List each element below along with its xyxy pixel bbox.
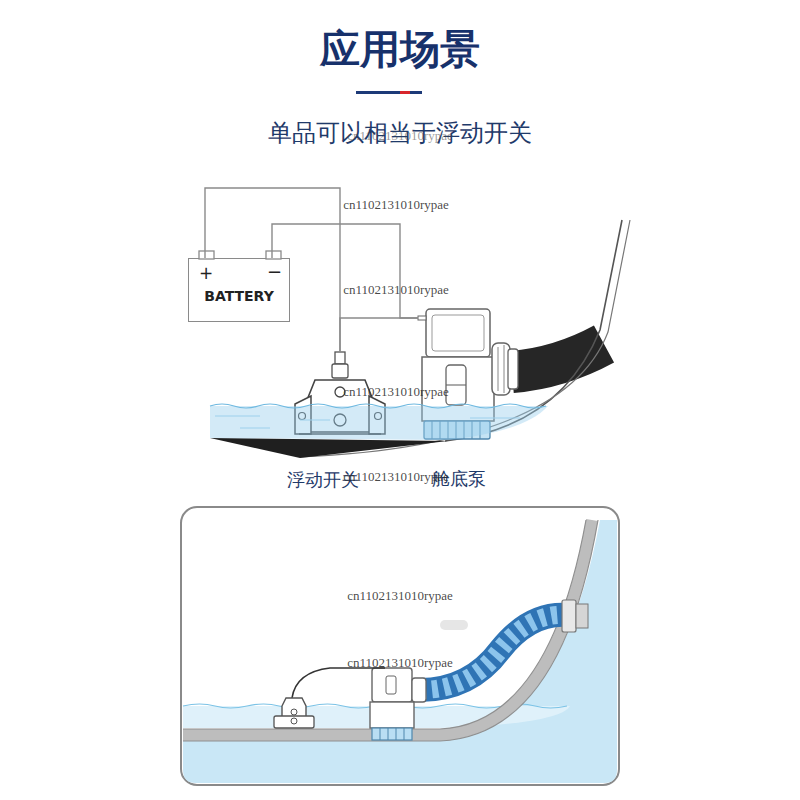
watermark: cn1102131010rypae xyxy=(347,588,453,604)
title-bar xyxy=(410,91,422,94)
discharge-hose xyxy=(512,344,604,372)
terminal-sign: + xyxy=(199,263,213,283)
hull-section xyxy=(183,520,592,735)
switch-small-flange xyxy=(274,716,314,728)
pump-small-window xyxy=(386,676,396,694)
switch-small-hole xyxy=(291,709,297,715)
title-bar-accent xyxy=(400,91,410,94)
thru-hull-fitting xyxy=(576,604,588,628)
terminal-sign: − xyxy=(267,261,282,283)
battery-box: + − BATTERY xyxy=(188,258,290,322)
watermark: cn1102131010rypae xyxy=(343,469,449,485)
watermark: cn1102131010rypae xyxy=(343,197,449,213)
highlight-mark xyxy=(440,620,468,630)
watermark: cn1102131010rypae xyxy=(343,384,449,400)
pump-small-outlet xyxy=(412,678,426,702)
keel-wedge xyxy=(210,438,448,458)
pump-small-cap xyxy=(372,668,412,702)
scene-panel xyxy=(181,507,619,785)
wire xyxy=(340,318,418,352)
hull-line xyxy=(300,220,630,457)
watermark: cn1102131010rypae xyxy=(347,655,453,671)
wire xyxy=(272,224,418,318)
blue-hose-ribs xyxy=(420,615,568,690)
sea-water xyxy=(183,520,617,783)
water-surface xyxy=(210,404,546,408)
pump-small-ridges xyxy=(380,728,404,740)
blue-hose xyxy=(420,615,568,690)
battery-label: BATTERY xyxy=(189,288,289,305)
wire xyxy=(205,188,340,352)
water-ripple xyxy=(215,416,520,428)
pump-small-base xyxy=(372,728,412,740)
watermark: cn1102131010rypae xyxy=(347,128,453,144)
water xyxy=(210,406,548,440)
thru-hull-fitting xyxy=(562,600,576,632)
watermark: cn1102131010rypae xyxy=(343,282,449,298)
title-bar xyxy=(356,91,400,94)
page-title: 应用场景 xyxy=(0,22,800,77)
pump-small-body xyxy=(370,702,414,728)
hull-edge xyxy=(183,520,598,741)
hull-edge xyxy=(183,520,586,729)
switch-small-hole xyxy=(291,718,297,724)
switch-cable xyxy=(292,668,385,698)
